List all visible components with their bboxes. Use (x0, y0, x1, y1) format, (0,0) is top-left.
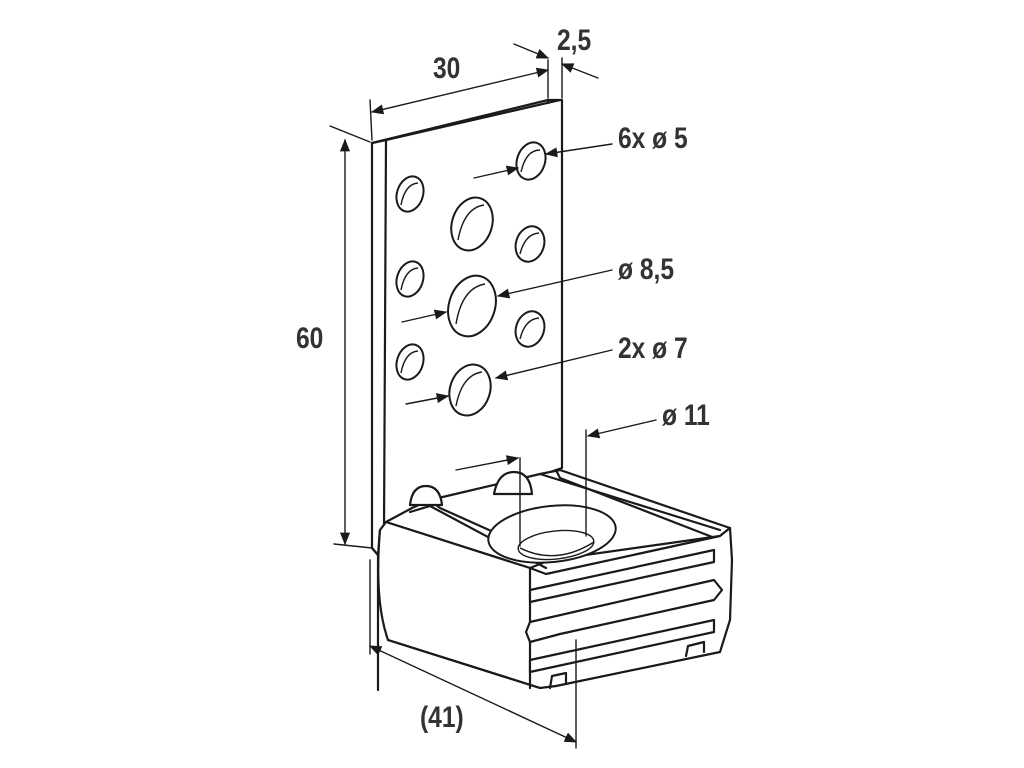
front-slot-middle (524, 578, 724, 644)
front-slot-top (528, 548, 716, 604)
label-height: 60 (296, 321, 323, 355)
hole-small (395, 175, 425, 213)
label-width: 30 (433, 51, 460, 85)
label-thickness: 2,5 (557, 23, 591, 57)
label-small-holes: 6x ø 5 (618, 121, 688, 155)
base-hole-inner (517, 529, 595, 561)
hole-center (447, 274, 497, 338)
bump-left (408, 484, 444, 507)
hole-medium (450, 196, 494, 252)
bracket-part (370, 98, 734, 692)
label-center-hole: ø 8,5 (618, 252, 674, 286)
dimensions (329, 43, 657, 749)
hole-small (514, 225, 546, 263)
plate-holes (395, 141, 547, 417)
hole-small (395, 260, 425, 298)
hole-small (515, 141, 547, 181)
hole-medium (448, 363, 492, 417)
hole-small (395, 343, 425, 381)
label-depth: (41) (420, 700, 464, 734)
dimension-labels: 30 2,5 60 6x ø 5 ø 8,5 2x ø 7 ø 11 (41) (296, 23, 710, 734)
label-base-hole: ø 11 (662, 398, 710, 432)
hole-small (514, 310, 546, 348)
bump-right (492, 470, 534, 496)
label-medium-holes: 2x ø 7 (618, 331, 688, 365)
